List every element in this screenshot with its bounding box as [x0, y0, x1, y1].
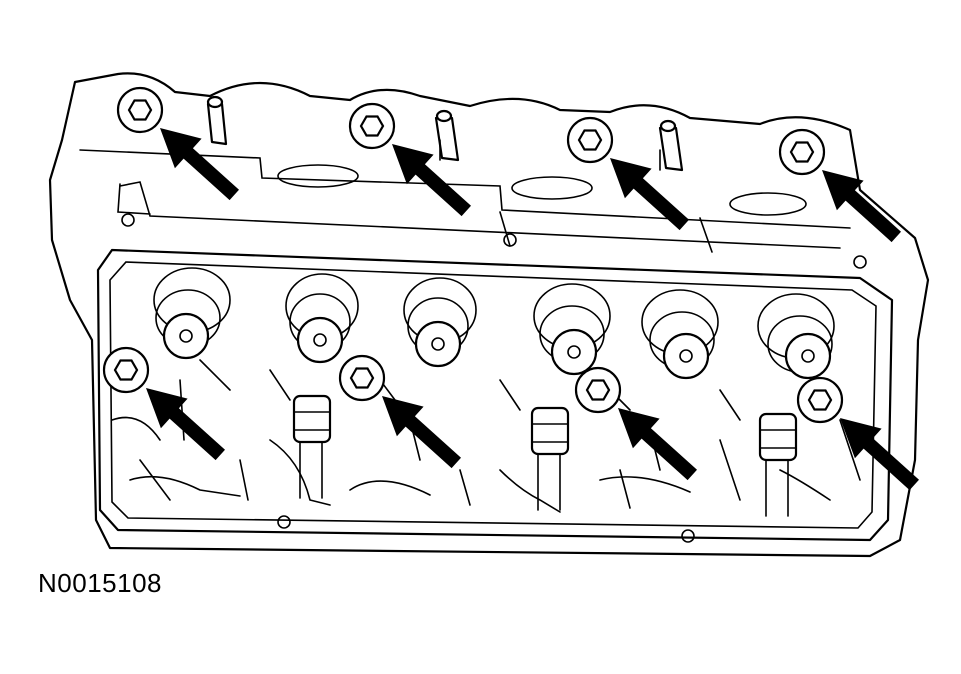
deck-inner-edge [109, 261, 877, 529]
bolt-upper-4 [778, 128, 826, 176]
valve-spring-5 [641, 289, 719, 380]
upper-rail [79, 139, 851, 249]
arrow-5 [146, 388, 225, 461]
stud-1 [206, 95, 228, 146]
sleeve-2 [530, 406, 570, 511]
arrow-8 [840, 418, 919, 491]
arrow-2 [392, 144, 471, 217]
dowel-hole-5 [681, 529, 695, 543]
arrow-3 [610, 158, 689, 231]
lower-port-details [111, 379, 861, 513]
valve-spring-3 [403, 277, 477, 368]
head-outer-outline [48, 72, 930, 558]
port-oval-3 [729, 192, 807, 216]
figure-reference-id: N0015108 [38, 568, 162, 598]
bolt-lower-3 [574, 366, 622, 414]
valve-spring-4 [533, 283, 611, 376]
bolt-upper-3 [566, 116, 614, 164]
dowel-hole-3 [853, 255, 867, 269]
dowel-hole-1 [121, 213, 135, 227]
pointer-arrows [146, 128, 919, 491]
bolt-upper-1 [116, 86, 164, 134]
bolt-lower-4 [796, 376, 844, 424]
rail-bracket [117, 183, 713, 253]
arrow-1 [160, 128, 239, 201]
stud-3 [658, 119, 684, 172]
dowel-hole-4 [277, 515, 291, 529]
port-oval-1 [277, 164, 359, 188]
sleeve-3 [758, 412, 798, 517]
bolt-lower-1 [102, 346, 150, 394]
sleeve-1 [292, 394, 332, 499]
valve-spring-6 [757, 293, 835, 380]
port-oval-2 [511, 176, 593, 200]
bolt-upper-2 [348, 102, 396, 150]
arrow-4 [822, 170, 901, 243]
valve-spring-2 [285, 273, 359, 364]
arrow-7 [618, 408, 697, 481]
deck-surface-outline [96, 248, 894, 542]
dowel-hole-2 [503, 233, 517, 247]
arrow-6 [382, 396, 461, 469]
valve-spring-1 [153, 267, 231, 360]
lower-web-lines [139, 359, 741, 509]
stud-2 [434, 109, 460, 162]
bolt-lower-2 [338, 354, 386, 402]
